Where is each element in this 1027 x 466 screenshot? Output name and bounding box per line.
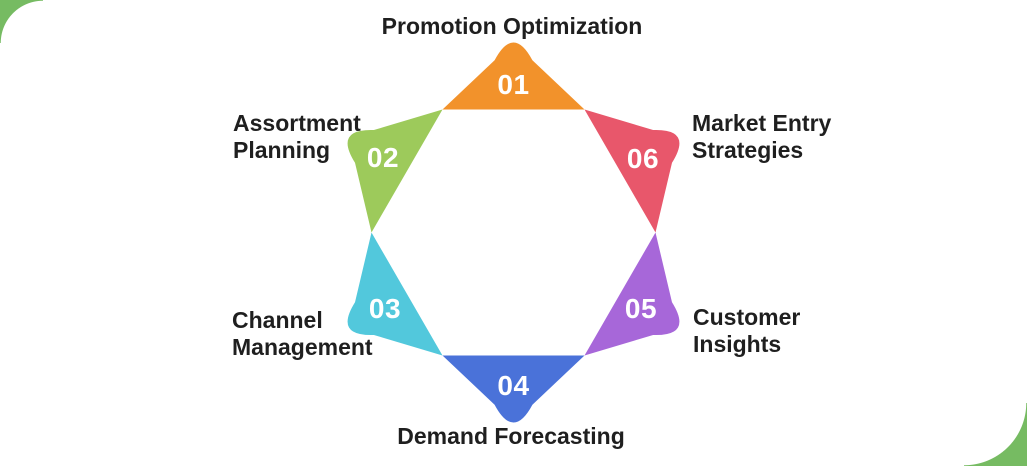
triangle-market-entry-strategies — [584, 109, 680, 233]
triangle-demand-forecasting — [442, 355, 585, 423]
step-number-04: 04 — [497, 370, 529, 401]
triangle-assortment-planning — [347, 109, 443, 233]
step-number-02: 02 — [367, 142, 399, 173]
step-number-03: 03 — [369, 293, 401, 324]
step-number-06: 06 — [627, 143, 659, 174]
triangle-channel-management — [347, 232, 443, 356]
step-number-01: 01 — [497, 69, 529, 100]
label-channel-management: Channel Management — [232, 307, 373, 360]
label-demand-forecasting: Demand Forecasting — [397, 423, 625, 449]
label-customer-insights: Customer Insights — [693, 304, 801, 357]
label-promotion-optimization: Promotion Optimization — [381, 13, 643, 39]
label-assortment-planning: Assortment Planning — [233, 110, 361, 163]
triangle-customer-insights — [584, 232, 680, 356]
step-number-05: 05 — [625, 293, 657, 324]
triangle-promotion-optimization — [442, 42, 585, 110]
label-market-entry-strategies: Market Entry Strategies — [692, 110, 832, 163]
